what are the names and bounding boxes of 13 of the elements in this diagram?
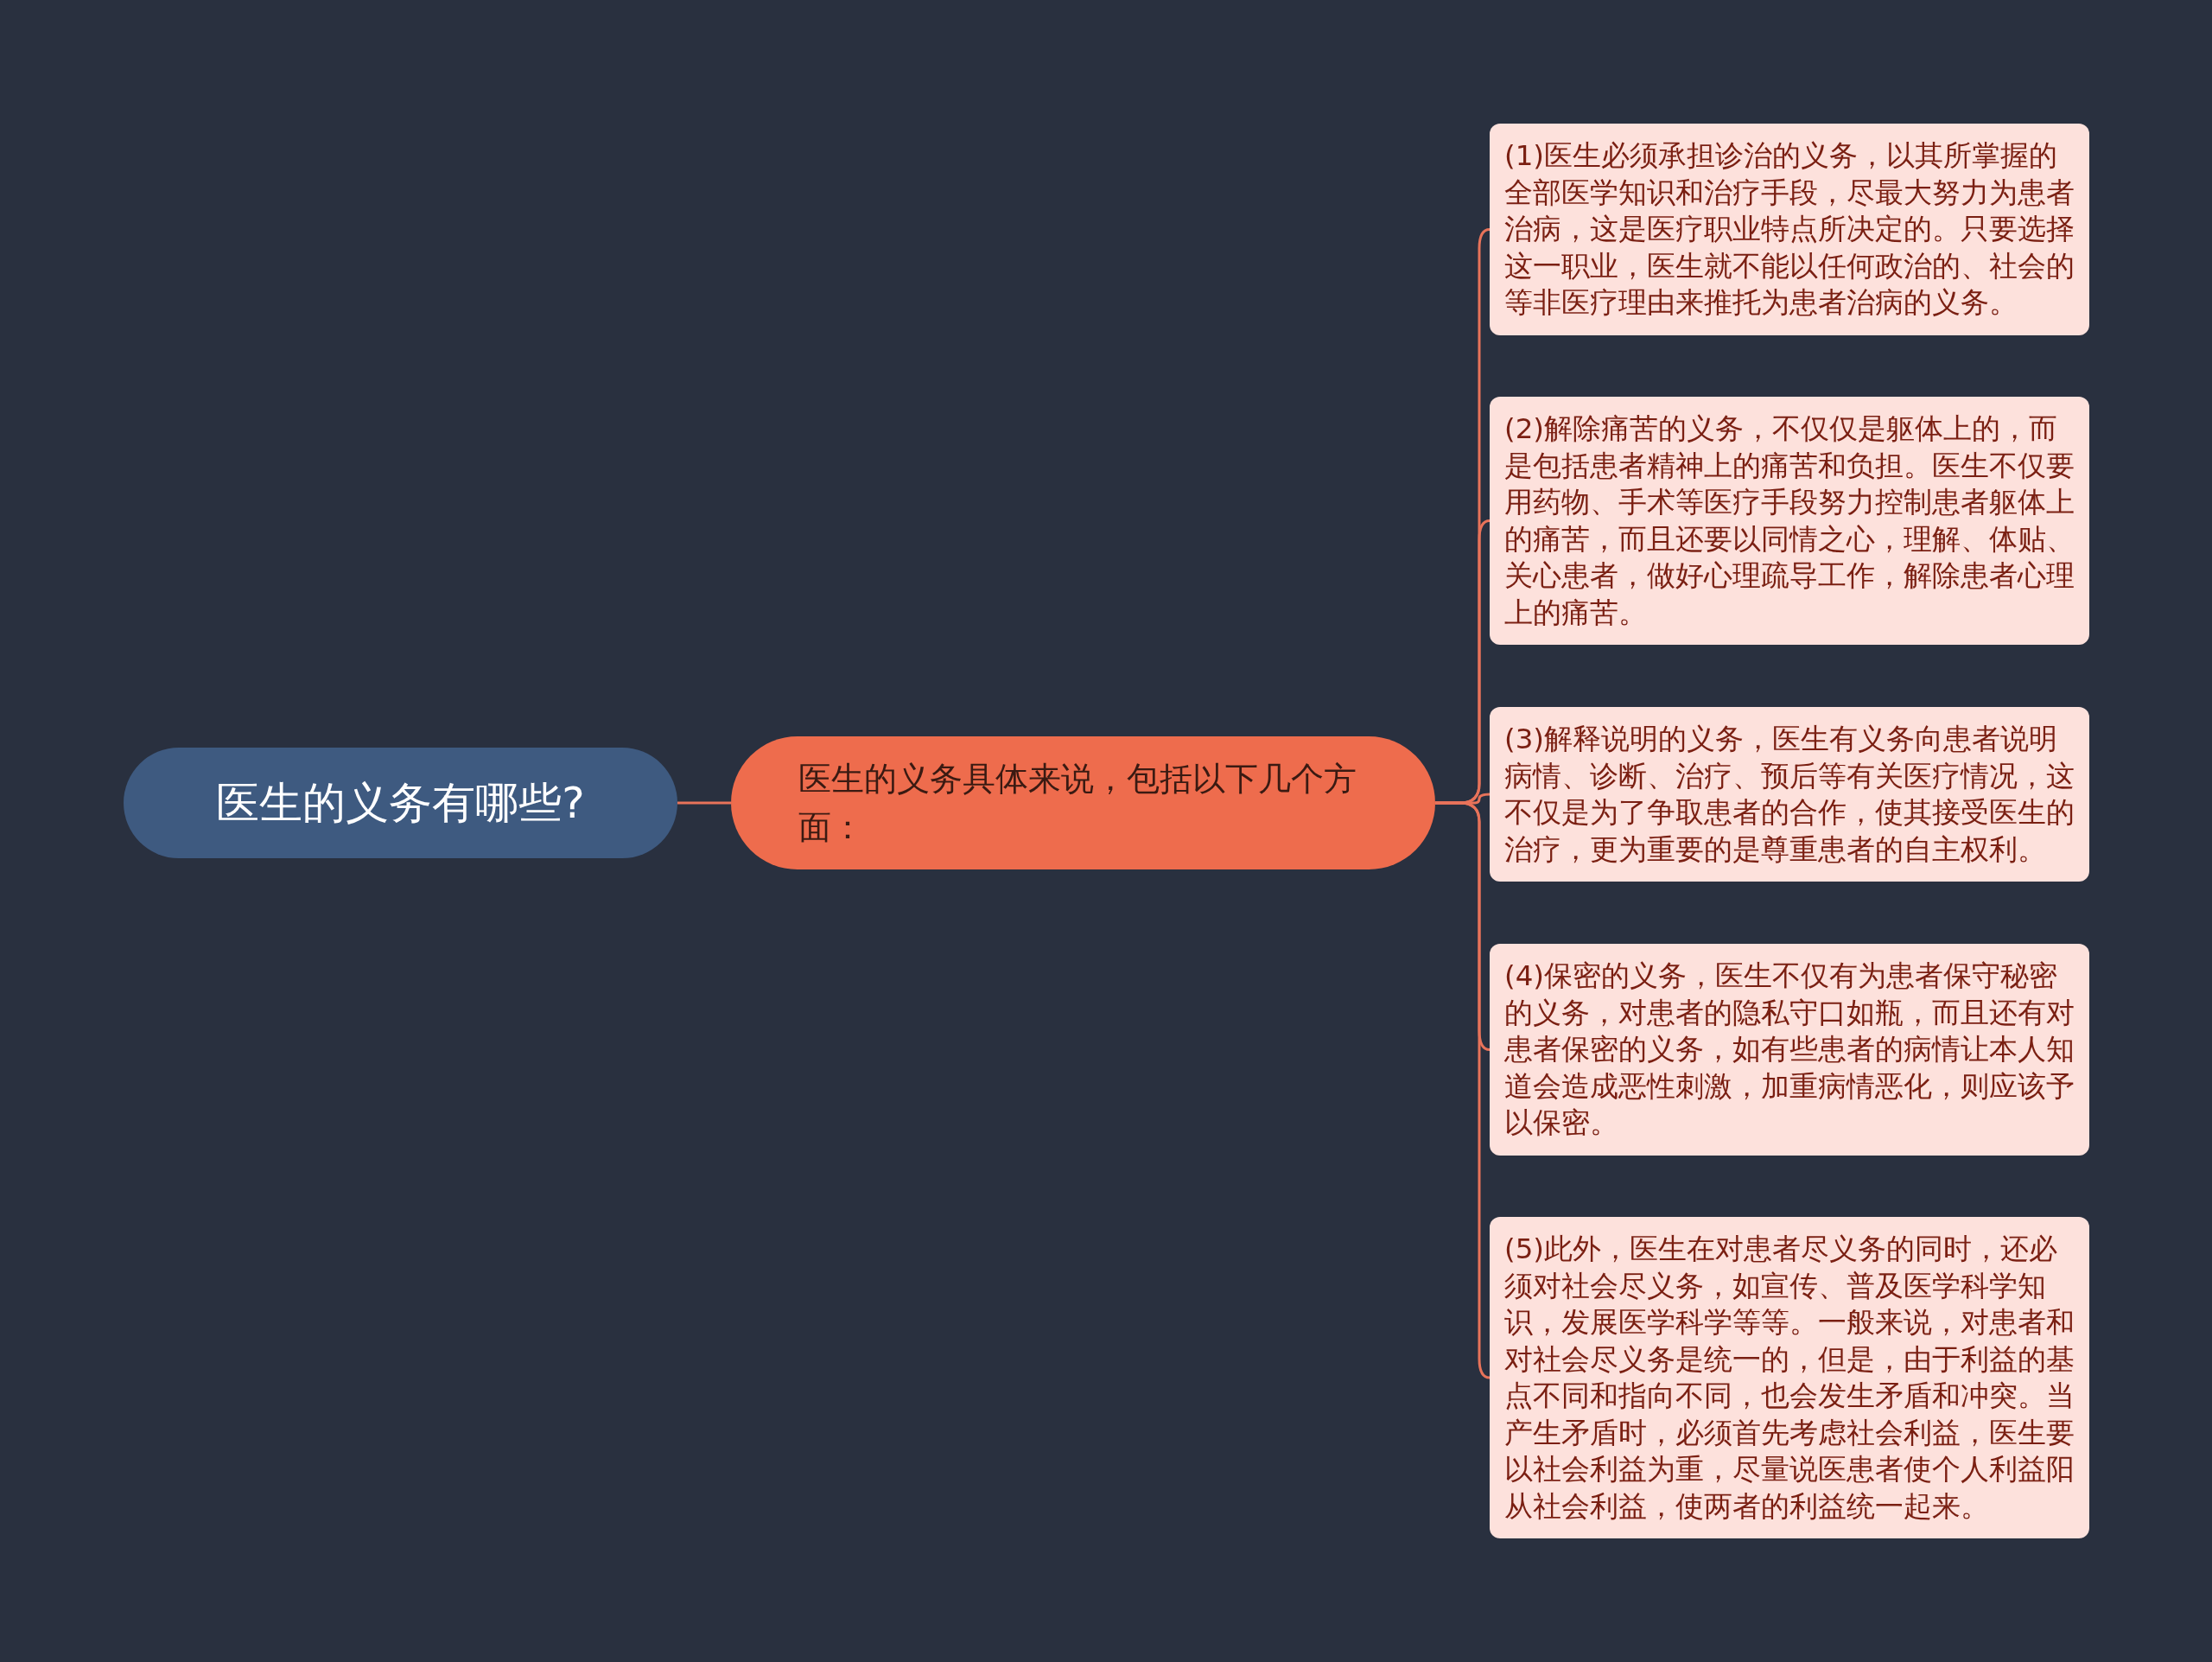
subtopic-card bbox=[1490, 124, 2089, 335]
subtopic-card bbox=[1490, 397, 2089, 645]
topic-text: (5)此外，医生在对患者尽义务的同时，还必须对社会尽义务，如宣传、普及医学科学知识，发展医学科学等等。一般来说，对患者和对社会尽义务是统一的，但是，由于利益的基点不同和指向不同，也会发生矛盾和冲突。当产生矛盾时，必须首先考虑社会利益，医生要以社会利益为重，尽量说医患者使个人利益阳从社会利益，使两者的利益统一起来。 bbox=[1504, 1232, 2075, 1525]
subtopic-card bbox=[1490, 944, 2089, 1156]
connector-line bbox=[1435, 801, 1491, 1379]
topic-text: 医生的义务有哪些? bbox=[216, 776, 585, 830]
topic-text: (2)解除痛苦的义务，不仅仅是躯体上的，而是包括患者精神上的痛苦和负担。医生不仅要用药物、手术等医疗手段努力控制患者躯体上的痛苦，而且还要以同情之心，理解、体贴、关心患者，做好心理疏导工作，解除患者心理上的痛苦。 bbox=[1504, 411, 2075, 631]
topic-text: 医生的义务具体来说，包括以下几个方面： bbox=[798, 759, 1357, 848]
topic-text: (1)医生必须承担诊治的义务，以其所掌握的全部医学知识和治疗手段，尽最大努力为患者治病，这是医疗职业特点所决定的。只要选择这一职业，医生就不能以任何政治的、社会的等非医疗理由来推托为患者治病的义务。 bbox=[1504, 138, 2075, 321]
connector-line bbox=[677, 801, 731, 805]
subtopic-card bbox=[1490, 707, 2089, 882]
topic-text: (4)保密的义务，医生不仅有为患者保守秘密的义务，对患者的隐私守口如瓶，而且还有对患者保密的义务，如有些患者的病情让本人知道会造成恶性刺激，加重病情恶化，则应该予以保密。 bbox=[1504, 958, 2075, 1141]
topic-text: (3)解释说明的义务，医生有义务向患者说明病情、诊断、治疗、预后等有关医疗情况，这不仅是为了争取患者的合作，使其接受医生的治疗，更为重要的是尊重患者的自主权利。 bbox=[1504, 722, 2075, 868]
